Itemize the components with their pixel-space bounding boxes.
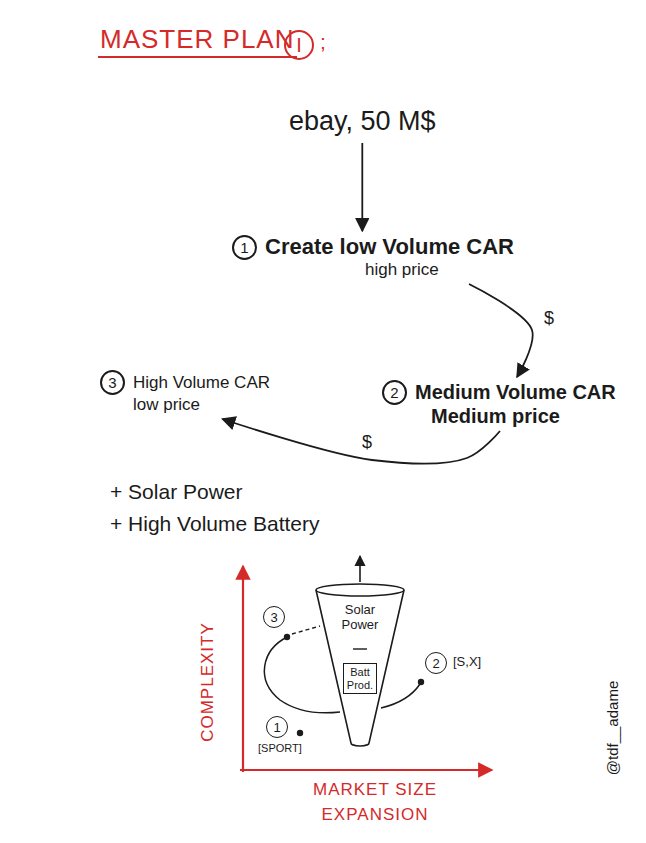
- stage-text: 3 High Volume CARlow price: [100, 370, 270, 415]
- stage-text: 1 Create low Volume CARhigh price: [232, 234, 514, 280]
- y-axis: [242, 566, 244, 772]
- model-names: [SPORT]: [258, 742, 302, 754]
- title: MASTER PLAN: [98, 24, 297, 58]
- note: + High Volume Battery: [110, 512, 320, 536]
- callout-number: 2: [425, 652, 447, 674]
- funnel-body: [316, 590, 404, 746]
- node-text: ebay, 50 M$: [285, 104, 440, 139]
- axis-label: COMPLEXITY: [198, 622, 218, 742]
- funnel-rim: [316, 584, 404, 596]
- model-names: [S,X]: [453, 654, 481, 669]
- callout-number: 3: [263, 606, 285, 628]
- start-text: ebay, 50 M$: [285, 104, 440, 139]
- callout-number: 2: [382, 380, 407, 405]
- node-text: Batt Prod.: [345, 666, 375, 691]
- callout-number: 1: [232, 235, 257, 260]
- node-text: Solar Power: [330, 603, 390, 633]
- callout-number: 3: [100, 370, 125, 395]
- orbit-path: [381, 684, 420, 708]
- flow-arrow: [361, 143, 363, 231]
- callout-number: 1: [266, 716, 288, 738]
- dashed-leader: [292, 626, 320, 634]
- battery-box: Batt Prod.: [343, 663, 377, 694]
- stage-dot: [297, 730, 303, 736]
- node-text: Medium Volume CAR: [415, 381, 616, 404]
- funnel-shape: Solar PowerBatt Prod.: [315, 583, 405, 749]
- node-text: Medium price: [415, 405, 616, 428]
- divider: [353, 648, 367, 649]
- note: + Solar Power: [110, 480, 242, 504]
- punctuation: ;: [320, 30, 326, 54]
- plan-number: I: [284, 30, 314, 60]
- x-axis: [240, 769, 492, 771]
- stage-dot: [418, 679, 424, 685]
- stage-text: 2 Medium Volume CARMedium price: [382, 380, 616, 428]
- edge-label: $: [360, 432, 374, 453]
- node-text: low price: [133, 395, 270, 415]
- node-text: High Volume CAR: [133, 373, 270, 393]
- flow-arrow: [469, 284, 533, 377]
- node-text: high price: [265, 260, 514, 280]
- edge-label: $: [542, 308, 556, 329]
- up-arrow: [359, 556, 361, 582]
- watermark: @tdf__adame: [604, 681, 621, 775]
- stage-dot: [284, 634, 290, 640]
- axis-label: MARKET SIZE EXPANSION: [290, 778, 460, 827]
- node-text: Create low Volume CAR: [265, 234, 514, 260]
